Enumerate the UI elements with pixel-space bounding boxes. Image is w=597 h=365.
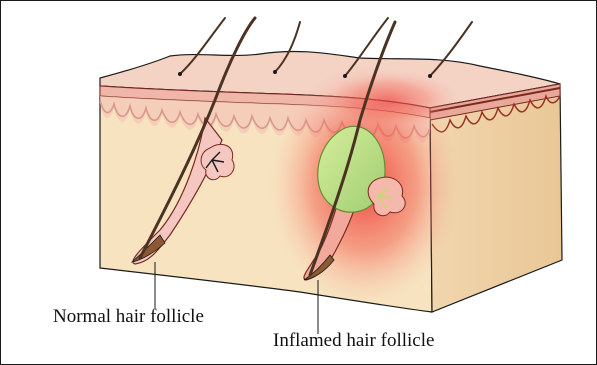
normal-sebaceous-gland (201, 144, 234, 179)
normal-follicle-label: Normal hair follicle (53, 306, 204, 328)
inflamed-follicle-label: Inflamed hair follicle (273, 330, 434, 352)
